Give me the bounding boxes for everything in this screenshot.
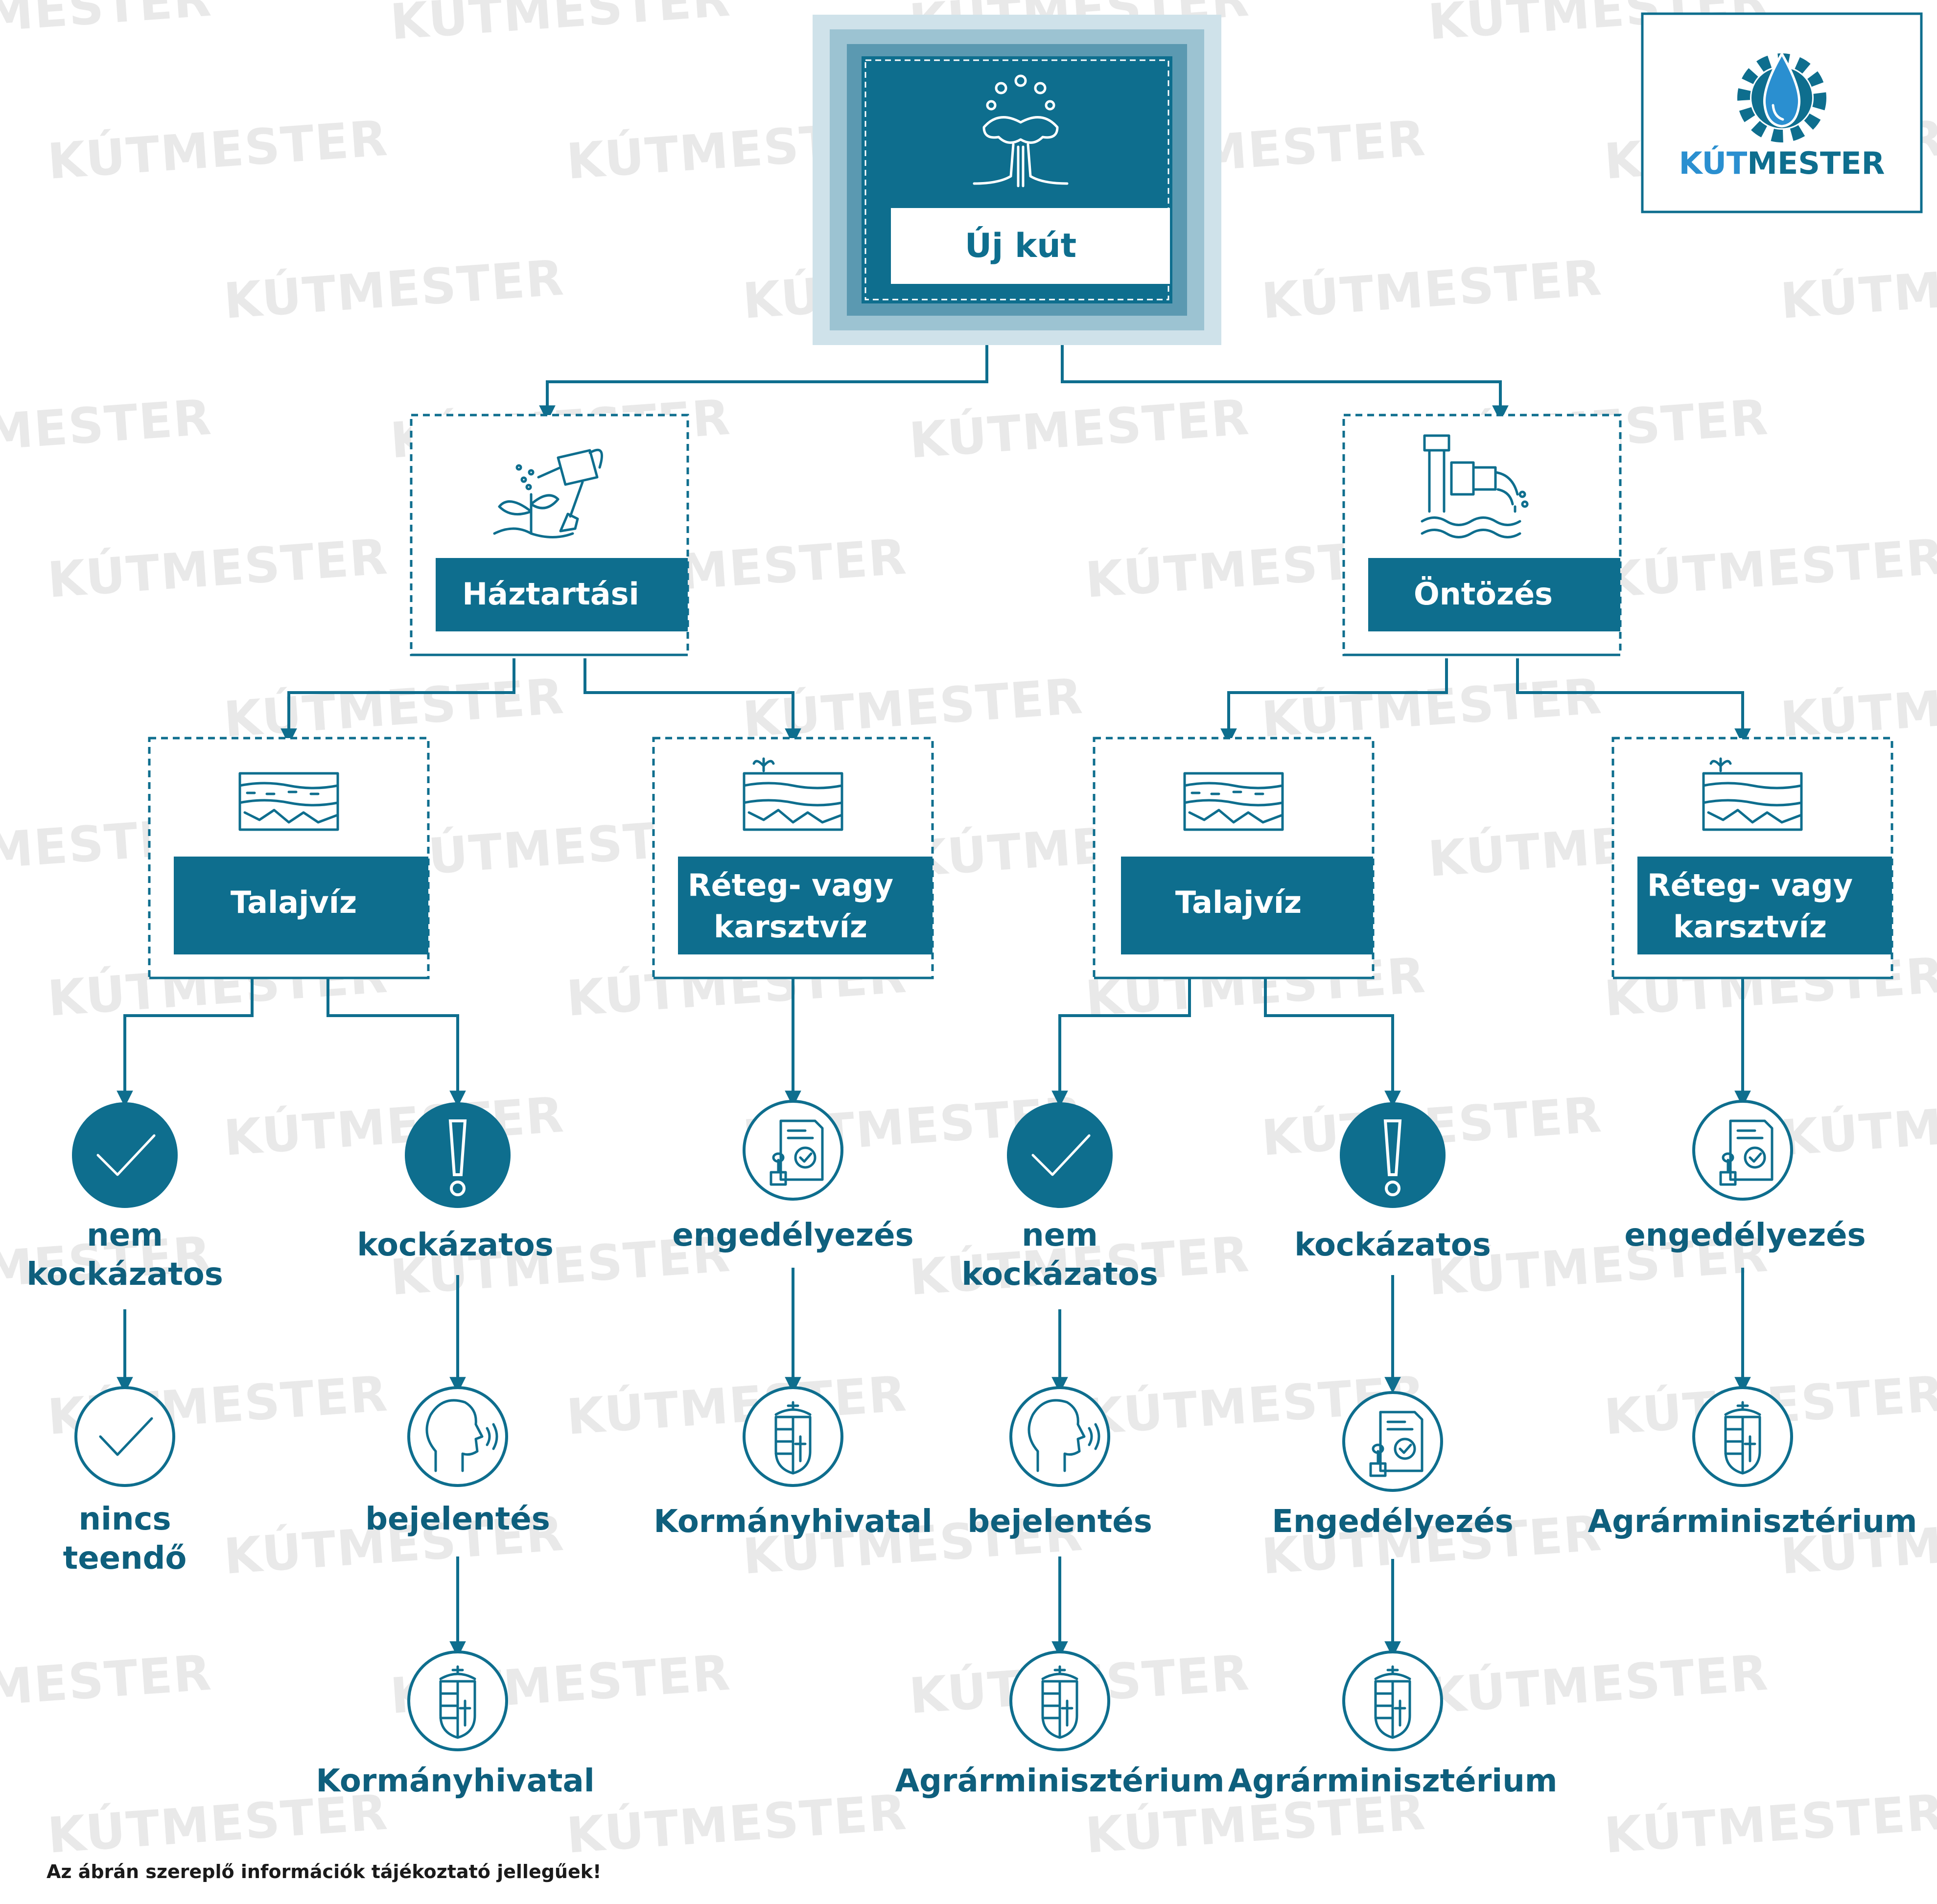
watermark-text: KÚTMESTER (46, 110, 390, 190)
node-ontozes-label: Öntözés (1414, 576, 1553, 612)
watermark-text: KÚTMESTER (0, 1644, 213, 1725)
step-label: teendő (63, 1540, 187, 1577)
kutmester-logo: KÚTMESTER (1641, 12, 1923, 213)
watermark-text: KÚTMESTER (389, 0, 733, 51)
watermark-text: KÚTMESTER (1779, 249, 1937, 330)
gear-droplet-icon (1737, 51, 1826, 142)
watermark-text: KÚTMESTER (46, 528, 390, 609)
step-kormanyhivatal-left: Kormányhivatal (316, 1650, 595, 1799)
step-label: kockázatos (961, 1256, 1158, 1293)
watermark-text: KÚTMESTER (1260, 668, 1604, 748)
watermark-text: KÚTMESTER (222, 249, 566, 330)
step-label: kockázatos (1294, 1227, 1491, 1263)
step-label: Agrárminisztérium (1588, 1504, 1917, 1540)
node-ontozes: Öntözés (1342, 414, 1622, 656)
permit-stamp-icon (1719, 1119, 1774, 1186)
logo-word-part1: KÚT (1679, 145, 1748, 181)
exclamation-icon (448, 1119, 467, 1196)
step-label: nem (1022, 1217, 1098, 1254)
step-label: nem (87, 1217, 163, 1254)
groundwater-layers-icon (238, 772, 339, 831)
watermark-text: KÚTMESTER (1426, 1644, 1771, 1725)
watermark-text: KÚTMESTER (1603, 1784, 1937, 1864)
footer-note: Az ábrán szereplő információk tájékoztat… (47, 1861, 601, 1882)
watermark-text: KÚTMESTER (0, 0, 213, 51)
stratum-water-icon (1702, 757, 1803, 831)
step-label: kockázatos (357, 1227, 554, 1263)
step-label: Kormányhivatal (653, 1504, 932, 1540)
node-talajviz-left-label: Talajvíz (231, 884, 357, 920)
step-nincs-teendo: nincs teendő (63, 1386, 187, 1577)
check-icon (99, 1417, 153, 1456)
step-label: bejelentés (365, 1501, 550, 1537)
connectors (117, 328, 1751, 1658)
step-kockazatos-left: kockázatos (357, 1102, 554, 1263)
coat-of-arms-icon (439, 1665, 476, 1739)
step-label: bejelentés (967, 1504, 1152, 1540)
speaking-head-icon (425, 1399, 498, 1472)
logo-word-part2: MESTER (1747, 145, 1885, 181)
node-haztartasi-label: Háztartási (462, 576, 639, 612)
watermark-text: KÚTMESTER (908, 389, 1252, 469)
node-reteg-right-label-2: karsztvíz (1673, 909, 1827, 945)
logo-wordmark: KÚTMESTER (1679, 145, 1885, 181)
node-reteg-right: Réteg- vagy karsztvíz (1611, 737, 1893, 979)
step-engedelyezes-right: engedélyezés (1624, 1100, 1866, 1254)
step-kockazatos-right: kockázatos (1294, 1102, 1491, 1263)
watermark-text: KÚTMESTER (565, 1784, 909, 1864)
step-kormanyhivatal-mid: Kormányhivatal (653, 1386, 933, 1540)
step-label: engedélyezés (1624, 1217, 1866, 1254)
watermark-text: KÚTMESTER (1779, 1086, 1937, 1167)
step-nem-kockazatos-left: nem kockázatos (26, 1102, 223, 1293)
node-talajviz-right-label: Talajvíz (1175, 884, 1302, 920)
node-reteg-right-label-1: Réteg- vagy (1647, 867, 1853, 903)
step-agrarminiszterium-f: Agrárminisztérium (1588, 1386, 1917, 1540)
stratum-water-icon (743, 757, 843, 831)
step-bejelentes-left: bejelentés (365, 1386, 550, 1537)
root-node: Új kút (813, 15, 1221, 345)
garden-watering-icon (493, 448, 603, 538)
node-reteg-left: Réteg- vagy karsztvíz (652, 737, 934, 979)
irrigation-pipe-icon (1421, 434, 1529, 538)
node-haztartasi: Háztartási (410, 414, 689, 656)
watermark-text: KÚTMESTER (0, 389, 213, 469)
step-engedelyezes-left: engedélyezés (672, 1100, 914, 1254)
watermark-text: KÚTMESTER (1603, 528, 1937, 609)
exclamation-icon (1383, 1119, 1402, 1196)
step-label: Kormányhivatal (316, 1763, 594, 1799)
step-agrarminiszterium-e: Agrárminisztérium (1228, 1650, 1558, 1799)
watermark-text: KÚTMESTER (565, 1365, 909, 1446)
step-label: engedélyezés (672, 1217, 913, 1254)
permit-stamp-icon (1369, 1411, 1424, 1477)
step-label: Agrárminisztérium (1228, 1763, 1558, 1799)
root-label: Új kút (965, 226, 1076, 265)
step-agrarminiszterium-d: Agrárminisztérium (895, 1650, 1225, 1799)
coat-of-arms-icon (1724, 1401, 1761, 1475)
node-reteg-left-label-1: Réteg- vagy (688, 867, 893, 903)
groundwater-layers-icon (1183, 772, 1284, 831)
check-icon (96, 1134, 156, 1176)
watermark-text: KÚTMESTER (222, 1086, 566, 1167)
watermark-text: KÚTMESTER (1779, 668, 1937, 748)
watermark-text: KÚTMESTER (1260, 249, 1604, 330)
check-icon (1031, 1134, 1091, 1176)
step-label: Engedélyezés (1272, 1504, 1514, 1540)
coat-of-arms-icon (774, 1401, 812, 1475)
node-talajviz-right: Talajvíz (1093, 737, 1375, 979)
node-reteg-left-label-2: karsztvíz (714, 909, 867, 945)
permit-stamp-icon (770, 1119, 824, 1186)
speaking-head-icon (1027, 1399, 1100, 1472)
step-label: Agrárminisztérium (895, 1763, 1225, 1799)
coat-of-arms-icon (1041, 1665, 1078, 1739)
fountain-icon (973, 74, 1069, 187)
step-bejelentes-right: bejelentés (967, 1386, 1152, 1540)
coat-of-arms-icon (1374, 1665, 1411, 1739)
step-nem-kockazatos-right: nem kockázatos (961, 1102, 1158, 1293)
step-label: kockázatos (26, 1256, 223, 1293)
node-talajviz-left: Talajvíz (148, 737, 430, 979)
step-label: nincs (78, 1501, 171, 1537)
step-engedelyezes-l4: Engedélyezés (1272, 1391, 1514, 1540)
